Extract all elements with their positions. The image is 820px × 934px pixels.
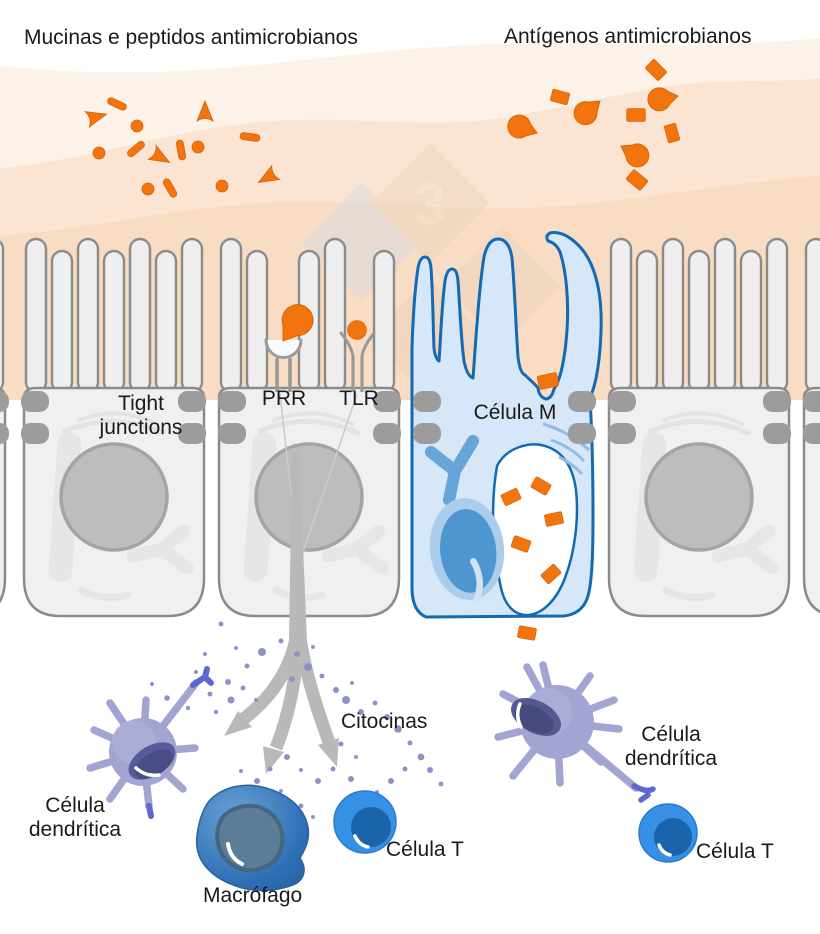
prr-receptor bbox=[264, 297, 320, 392]
t-cell-left-label: Célula T bbox=[386, 838, 464, 861]
dendritic-cell-left bbox=[86, 666, 214, 819]
dendrite-blue-tip bbox=[631, 783, 656, 803]
watermark-digit: 3 bbox=[414, 172, 446, 237]
dendritic-cell-right bbox=[494, 661, 656, 803]
dendritic-cell-right-label: Célula dendrítica bbox=[624, 723, 718, 770]
tlr-receptor bbox=[339, 320, 376, 392]
cytokines-label: Citocinas bbox=[341, 710, 428, 733]
epithelial-cell-3 bbox=[609, 237, 789, 616]
macrophage bbox=[196, 784, 310, 892]
t-cell-nucleus bbox=[654, 818, 692, 856]
t-cell-left bbox=[333, 790, 397, 854]
t-cell-right-label: Célula T bbox=[696, 840, 774, 863]
dendritic-cell-left-label: Célula dendrítica bbox=[28, 794, 122, 841]
mucins-label: Mucinas e peptidos antimicrobianos bbox=[24, 26, 358, 49]
tlr-label: TLR bbox=[339, 387, 379, 410]
dendritic-nucleus bbox=[128, 742, 176, 780]
t-cell-right bbox=[638, 803, 698, 863]
antigens-label: Antígenos antimicrobianos bbox=[504, 25, 752, 48]
prr-label: PRR bbox=[261, 387, 307, 410]
signal-arrows bbox=[224, 393, 358, 774]
m-cell-organelle bbox=[425, 435, 479, 506]
m-cell-label: Célula M bbox=[473, 401, 557, 424]
m-cell-nucleus bbox=[429, 498, 505, 604]
tight-junctions-label: Tight junctions bbox=[99, 392, 183, 439]
t-cell-nucleus bbox=[351, 807, 391, 847]
dendritic-nucleus bbox=[511, 698, 561, 736]
macrophage-nucleus bbox=[215, 803, 285, 873]
macrophage-label: Macrófago bbox=[203, 884, 303, 907]
dendrite-blue-tip bbox=[146, 666, 214, 819]
m-cell-streaks bbox=[542, 422, 591, 476]
